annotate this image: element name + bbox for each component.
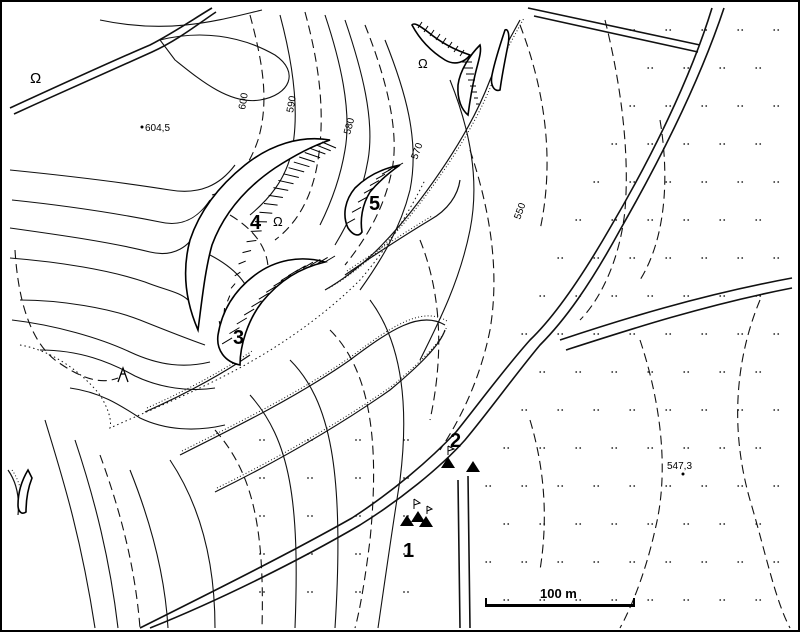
spot-height-summit: 604,5 (145, 123, 170, 134)
site-label-2: 2 (450, 430, 461, 452)
cave-icon: Ω (30, 70, 41, 87)
cave-icon: Ω (418, 56, 428, 71)
site-label-3: 3 (233, 327, 244, 349)
site-label-4: 4 (250, 212, 262, 234)
cave-icon: Ω (273, 214, 283, 229)
site-label-1: 1 (403, 540, 414, 562)
site-label-5: 5 (369, 193, 380, 215)
spot-height-plain: 547,3 (667, 461, 692, 472)
scale-bar-label: 100 m (540, 586, 577, 601)
